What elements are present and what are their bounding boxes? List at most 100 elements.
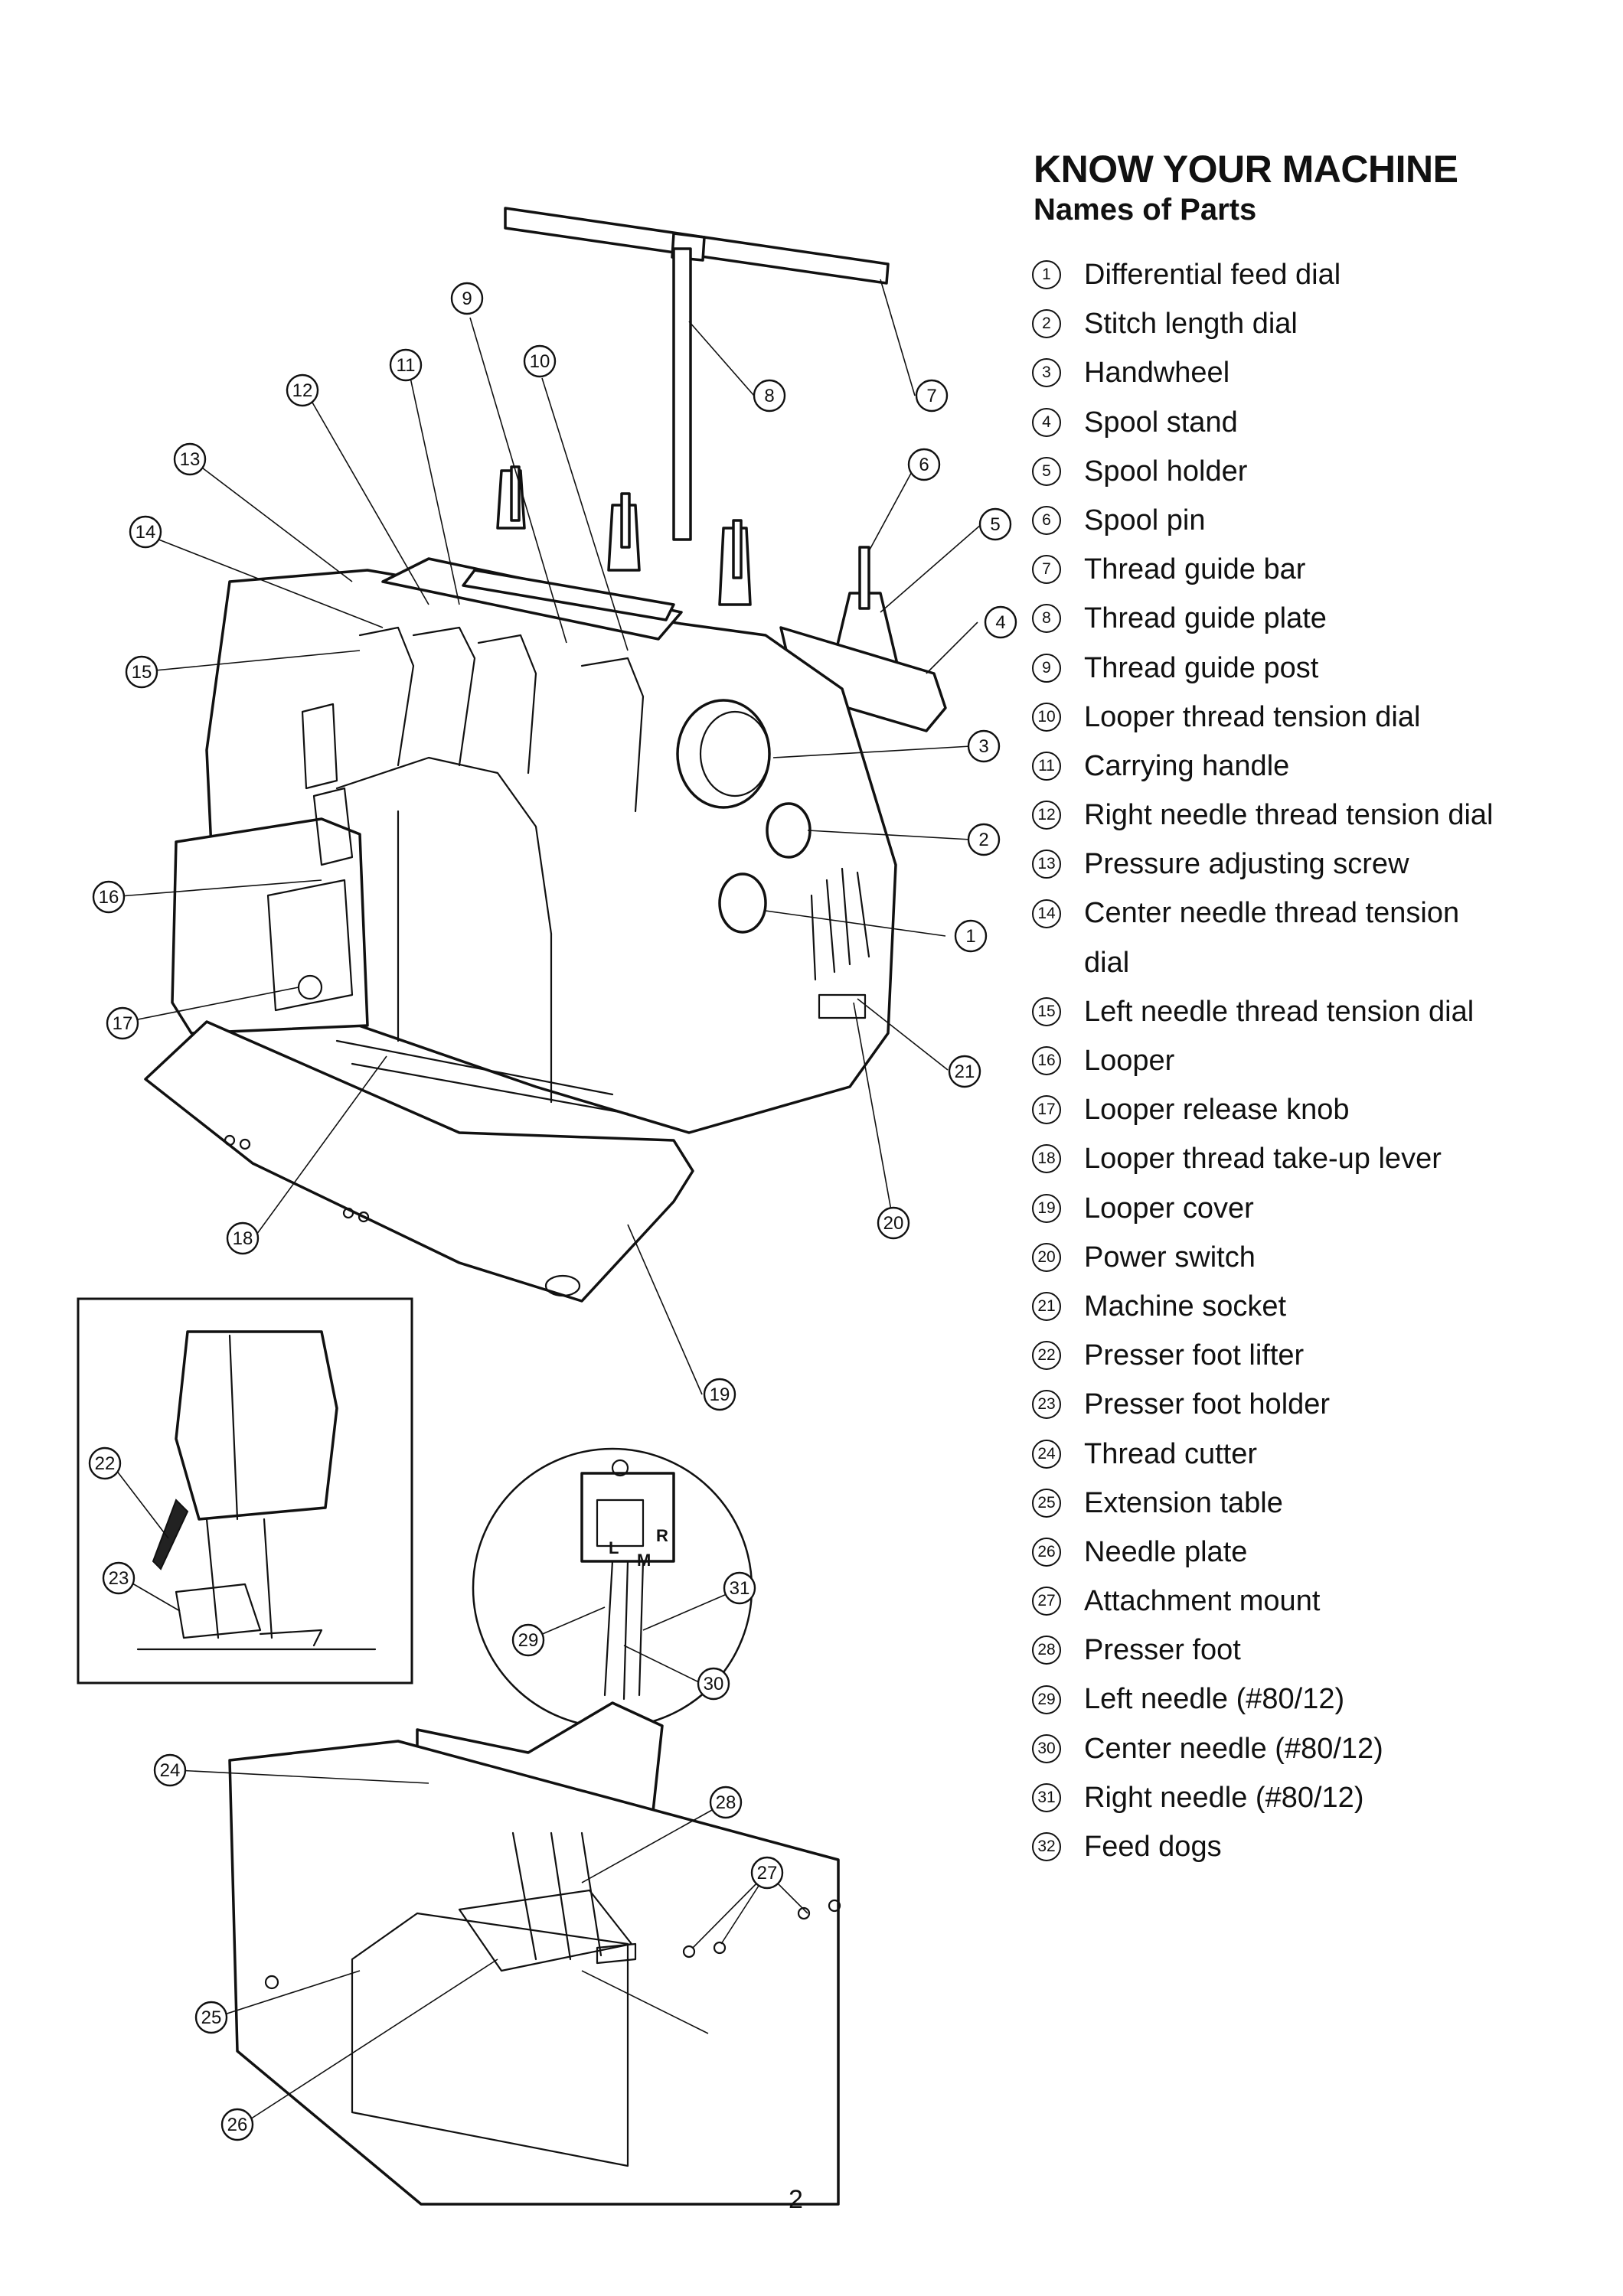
callout-marker: 9 (450, 282, 484, 315)
part-number-badge: 6 (1032, 506, 1061, 536)
callout-marker: 6 (907, 448, 941, 481)
part-label: Spool pin (1084, 504, 1206, 536)
callout-number: 22 (95, 1453, 116, 1474)
part-label: Carrying handle (1084, 749, 1290, 782)
callout-number: 8 (764, 386, 774, 406)
part-label: Looper thread tension dial (1084, 700, 1421, 733)
part-number-badge: 10 (1032, 702, 1061, 732)
part-label: Left needle (#80/12) (1084, 1683, 1345, 1716)
part-number-badge: 19 (1032, 1193, 1061, 1223)
part-label: Presser foot holder (1084, 1388, 1331, 1421)
callout-number: 21 (955, 1062, 975, 1082)
parts-list-item: 26 Needle plate (1032, 1528, 1494, 1577)
parts-list-item: 6 Spool pin (1032, 496, 1494, 545)
callout-number: 16 (99, 887, 119, 908)
part-number-badge: 22 (1032, 1341, 1061, 1371)
callout-marker: 19 (703, 1378, 736, 1411)
part-number-badge: 15 (1032, 996, 1061, 1026)
callout-number: 7 (926, 386, 936, 406)
part-label: Differential feed dial (1084, 259, 1341, 291)
callout-number: 12 (292, 380, 313, 401)
part-number-badge: 14 (1032, 899, 1061, 928)
callout-number: 11 (397, 355, 416, 376)
parts-list-item: 3 Handwheel (1032, 348, 1494, 397)
callout-number: 27 (757, 1863, 778, 1883)
needle-clamp-letter-r: R (656, 1526, 668, 1545)
callout-marker: 15 (125, 655, 158, 689)
part-number-badge: 8 (1032, 604, 1061, 634)
part-number-badge: 16 (1032, 1046, 1061, 1076)
part-number-badge: 2 (1032, 309, 1061, 339)
needle-clamp-letter-m: M (637, 1551, 651, 1570)
callout-number: 5 (990, 514, 1000, 535)
part-number-badge: 26 (1032, 1537, 1061, 1567)
part-number-badge: 17 (1032, 1095, 1061, 1125)
callout-marker: 28 (709, 1786, 743, 1819)
callout-marker: 2 (967, 823, 1001, 856)
parts-list-item: 11 Carrying handle (1032, 742, 1494, 791)
part-label: Left needle thread tension dial (1084, 995, 1474, 1028)
part-number-badge: 18 (1032, 1144, 1061, 1174)
callout-number: 17 (113, 1013, 133, 1034)
part-label: Handwheel (1084, 357, 1230, 390)
part-label: Looper thread take-up lever (1084, 1143, 1442, 1176)
part-number-badge: 28 (1032, 1636, 1061, 1665)
parts-list-item: 8 Thread guide plate (1032, 594, 1494, 643)
part-number-badge: 24 (1032, 1439, 1061, 1469)
part-label: Spool stand (1084, 406, 1238, 439)
part-label: Thread guide bar (1084, 553, 1306, 586)
callout-number: 20 (883, 1213, 904, 1234)
part-label: Center needle thread tension (1084, 897, 1460, 930)
part-label: Extension table (1084, 1486, 1283, 1519)
part-label: Looper (1084, 1045, 1175, 1077)
page-subtitle: Names of Parts (1034, 193, 1257, 227)
callout-marker: 24 (153, 1753, 187, 1787)
callout-marker: 12 (286, 373, 319, 407)
part-label: Pressure adjusting screw (1084, 848, 1409, 881)
part-label: Needle plate (1084, 1535, 1248, 1568)
part-label: Center needle (#80/12) (1084, 1732, 1383, 1765)
part-label: Attachment mount (1084, 1585, 1321, 1618)
callout-number: 28 (716, 1792, 736, 1813)
callout-marker: 7 (915, 379, 949, 413)
part-number-badge: 31 (1032, 1782, 1061, 1812)
parts-list-item: 14 Center needle thread tension (1032, 889, 1494, 938)
callout-marker: 31 (723, 1571, 756, 1605)
part-number-badge: 11 (1032, 751, 1061, 781)
callout-number: 24 (160, 1760, 181, 1781)
part-number-badge: 3 (1032, 358, 1061, 388)
part-number-badge: 27 (1032, 1587, 1061, 1616)
callout-number: 6 (919, 455, 929, 475)
callout-number: 30 (704, 1674, 724, 1694)
callout-marker: 18 (226, 1221, 260, 1255)
callout-markers: 1234567891011121314151617181920212223242… (88, 282, 1017, 2141)
part-label: Machine socket (1084, 1290, 1287, 1322)
part-label: Thread guide post (1084, 651, 1319, 684)
callout-marker: 11 (389, 348, 423, 382)
part-label: Stitch length dial (1084, 308, 1298, 341)
part-label: Thread guide plate (1084, 602, 1327, 635)
callout-number: 26 (227, 2115, 248, 2135)
callout-marker: 5 (978, 507, 1012, 541)
part-number-badge: 32 (1032, 1832, 1061, 1862)
callout-marker: 20 (877, 1206, 910, 1240)
callout-marker: 21 (948, 1055, 981, 1088)
callout-marker: 22 (88, 1446, 122, 1480)
callout-marker: 1 (954, 919, 988, 953)
callout-marker: 25 (194, 2001, 228, 2034)
callout-marker: 30 (697, 1667, 730, 1701)
